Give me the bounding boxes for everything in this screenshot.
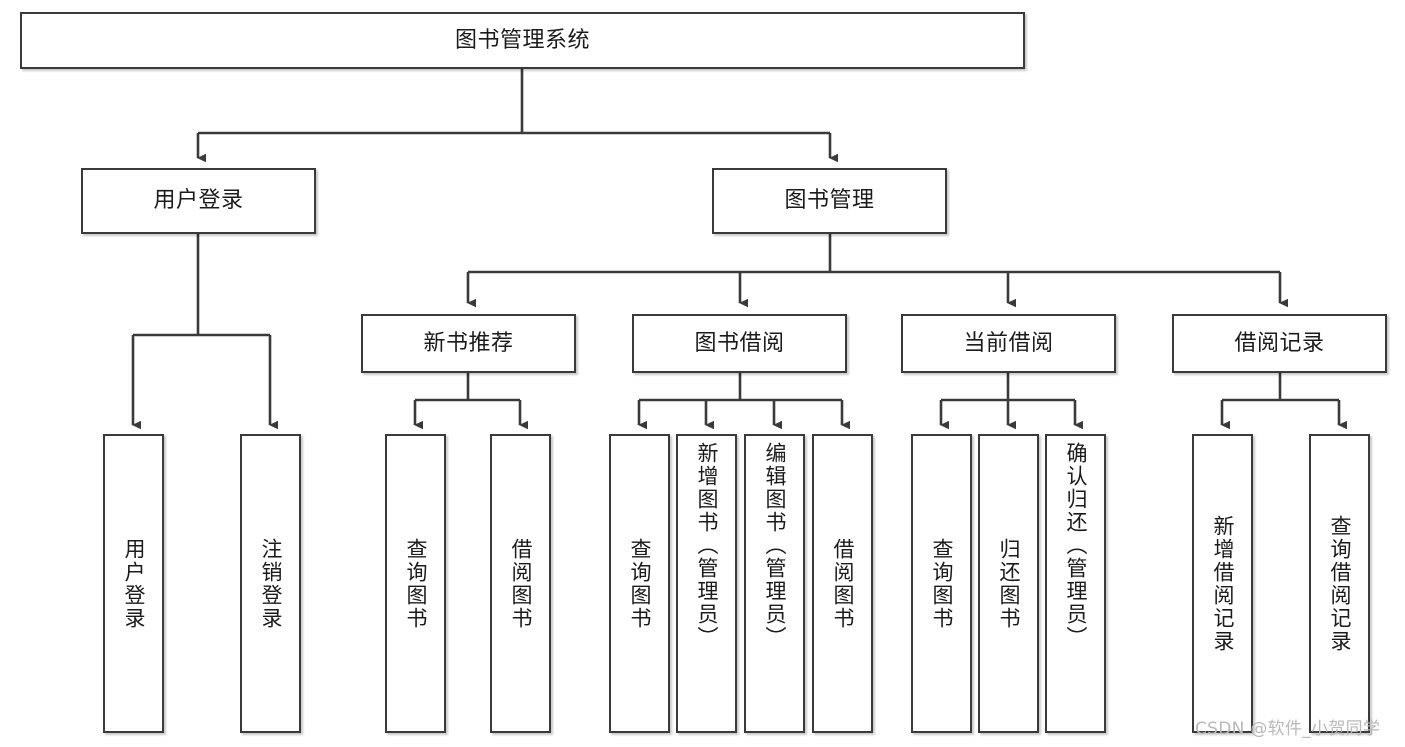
leaf-add-book-label: 新增图书（管理员）: [695, 442, 719, 649]
leaf-query-book-3-label: 查询图书: [930, 537, 954, 630]
node-user-login-label: 用户登录: [153, 188, 244, 213]
node-current-borrow[interactable]: 当前借阅: [901, 314, 1116, 373]
leaf-borrow-book-2-label: 借阅图书: [831, 537, 855, 630]
leaf-add-book[interactable]: 新增图书（管理员）: [676, 434, 737, 733]
leaf-query-record[interactable]: 查询借阅记录: [1309, 434, 1370, 733]
leaf-user-login[interactable]: 用户登录: [103, 434, 164, 733]
node-book-borrow-label: 图书借阅: [694, 330, 785, 356]
node-book-manage-label: 图书管理: [784, 188, 875, 213]
leaf-return-book[interactable]: 归还图书: [978, 434, 1039, 733]
node-user-login[interactable]: 用户登录: [81, 168, 316, 234]
node-book-manage[interactable]: 图书管理: [712, 168, 947, 234]
leaf-query-record-label: 查询借阅记录: [1328, 514, 1352, 653]
leaf-edit-book-label: 编辑图书（管理员）: [763, 442, 787, 649]
leaf-borrow-book-1[interactable]: 借阅图书: [490, 434, 551, 733]
node-root-label: 图书管理系统: [454, 27, 590, 53]
leaf-confirm-return-label: 确认归还（管理员）: [1064, 442, 1088, 649]
leaf-query-book-3[interactable]: 查询图书: [911, 434, 972, 733]
leaf-query-book-1[interactable]: 查询图书: [385, 434, 446, 733]
node-borrow-record-label: 借阅记录: [1234, 330, 1325, 356]
leaf-borrow-book-2[interactable]: 借阅图书: [812, 434, 873, 733]
leaf-query-book-2[interactable]: 查询图书: [609, 434, 670, 733]
node-current-borrow-label: 当前借阅: [963, 330, 1054, 356]
leaf-borrow-book-1-label: 借阅图书: [509, 537, 533, 630]
leaf-confirm-return[interactable]: 确认归还（管理员）: [1045, 434, 1106, 733]
node-book-borrow[interactable]: 图书借阅: [632, 314, 847, 373]
leaf-user-logout-label: 注销登录: [259, 537, 283, 630]
leaf-user-login-label: 用户登录: [122, 537, 146, 630]
leaf-user-logout[interactable]: 注销登录: [240, 434, 301, 733]
node-new-book-recommend[interactable]: 新书推荐: [361, 314, 576, 373]
leaf-add-record-label: 新增借阅记录: [1211, 514, 1235, 653]
leaf-query-book-1-label: 查询图书: [404, 537, 428, 630]
csdn-watermark: CSDN @软件_小贺同学: [1195, 719, 1381, 739]
node-new-book-recommend-label: 新书推荐: [423, 330, 514, 356]
leaf-return-book-label: 归还图书: [997, 537, 1021, 630]
leaf-add-record[interactable]: 新增借阅记录: [1192, 434, 1253, 733]
node-borrow-record[interactable]: 借阅记录: [1172, 314, 1387, 373]
leaf-query-book-2-label: 查询图书: [628, 537, 652, 630]
leaf-edit-book[interactable]: 编辑图书（管理员）: [744, 434, 805, 733]
node-root[interactable]: 图书管理系统: [20, 12, 1025, 69]
